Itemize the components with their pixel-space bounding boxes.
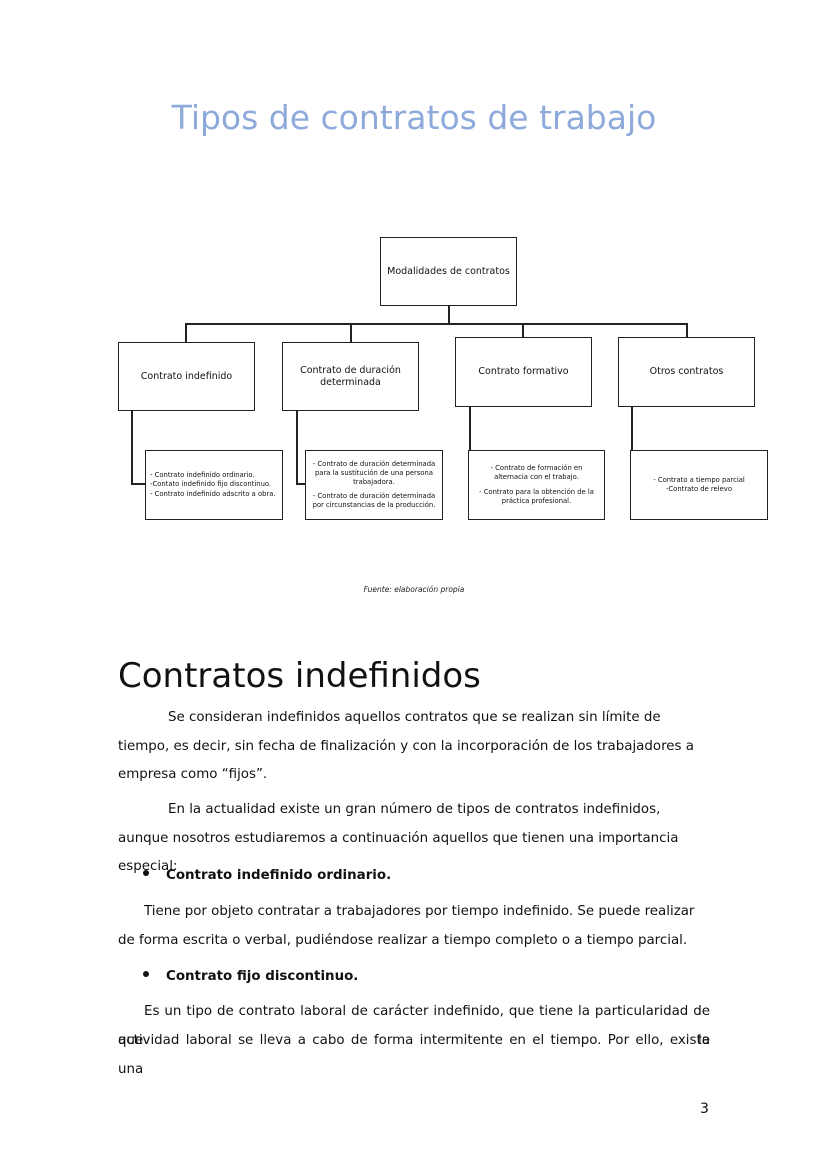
category-label: Contrato formativo — [478, 366, 569, 378]
category-label: Contrato de duración determinada — [300, 364, 401, 388]
item-text: - Contrato indefinido adscrito a obra. — [150, 489, 276, 498]
category-box-otros: Otros contratos — [618, 337, 755, 407]
connector-branch-1-h — [131, 483, 146, 485]
item-text: - Contrato a tiempo parcial — [653, 475, 745, 484]
chart-root-box: Modalidades de contratos — [380, 237, 517, 306]
item-text: -Contrato de relevo — [665, 485, 732, 493]
connector-branch-3-v — [469, 406, 471, 458]
connector-drop-3 — [522, 323, 524, 338]
page-number: 3 — [700, 1101, 709, 1117]
items-box-formativo: - Contrato de formación en alternacia co… — [468, 450, 605, 520]
connector-branch-2-v — [296, 410, 298, 484]
category-box-indefinido: Contrato indefinido — [118, 342, 255, 411]
category-box-duracion: Contrato de duración determinada — [282, 342, 419, 411]
items-box-otros: - Contrato a tiempo parcial -Contrato de… — [630, 450, 768, 520]
item-text: - Contrato de duración determinada para … — [312, 460, 436, 487]
paragraph-bullet-2-line-1: Es un tipo de contrato laboral de caráct… — [118, 1004, 710, 1048]
bullet-contrato-fijo-discontinuo: Contrato fijo discontinuo. — [143, 969, 358, 984]
bullet-dot-icon — [143, 971, 149, 977]
items-box-indefinido: - Contrato indefinido ordinario. -Contat… — [145, 450, 283, 520]
bullet-contrato-indefinido-ordinario: Contrato indefinido ordinario. — [143, 868, 391, 883]
connector-drop-1 — [185, 323, 187, 343]
connector-branch-4-v — [631, 406, 633, 458]
category-label: Contrato indefinido — [140, 370, 233, 382]
connector-branch-2-h — [296, 483, 306, 485]
bullet-dot-icon — [143, 870, 149, 876]
item-text: - Contrato de duración determinada por c… — [312, 491, 436, 509]
page-title: Tipos de contratos de trabajo — [171, 98, 657, 137]
category-box-formativo: Contrato formativo — [455, 337, 592, 407]
item-text: -Contato indefinido fijo discontinuo. — [150, 480, 272, 489]
item-text: - Contrato para la obtención de la práct… — [479, 487, 594, 505]
connector-root-down — [448, 305, 450, 324]
connector-drop-2 — [350, 323, 352, 343]
paragraph-bullet-2-line-2: actividad laboral se lleva a cabo de for… — [118, 1033, 710, 1077]
connector-drop-4 — [686, 323, 688, 338]
paragraph-bullet-1: Tiene por objeto contratar a trabajadore… — [118, 904, 695, 948]
paragraph-intro-1: Se consideran indefinidos aquellos contr… — [118, 710, 694, 782]
figure-caption: Fuente: elaboración propia — [363, 585, 465, 594]
bullet-label: Contrato indefinido ordinario. — [166, 868, 392, 883]
section-heading: Contratos indefinidos — [118, 656, 481, 696]
chart-root-label: Modalidades de contratos — [387, 266, 510, 277]
item-text: - Contrato de formación en alternacia co… — [490, 464, 583, 482]
paragraph-intro-2: En la actualidad existe un gran número d… — [118, 802, 679, 874]
category-label: Otros contratos — [649, 366, 724, 378]
items-box-duracion: - Contrato de duración determinada para … — [305, 450, 443, 520]
connector-branch-1-v — [131, 410, 133, 484]
item-text: - Contrato indefinido ordinario. — [150, 471, 255, 480]
bullet-label: Contrato fijo discontinuo. — [166, 969, 359, 984]
connector-horizontal — [185, 323, 687, 325]
